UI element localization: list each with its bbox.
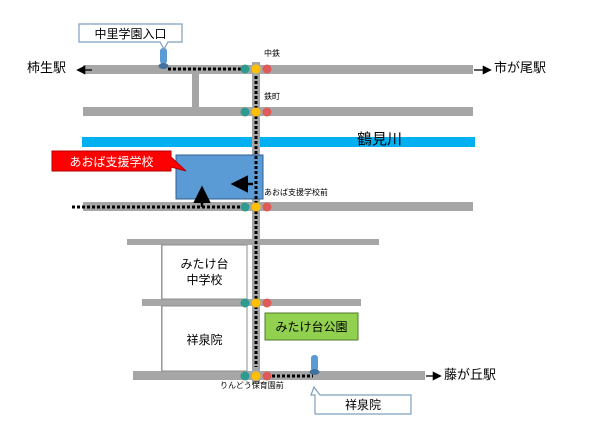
- pin-icon: [160, 48, 167, 64]
- signal-green-light: [240, 371, 250, 381]
- intersection-nakatetsu: 中鉄: [264, 49, 280, 58]
- station-kakio: 柿生駅: [27, 61, 67, 76]
- shosenin-sign-box: [310, 385, 412, 415]
- signal-green-light: [240, 107, 250, 117]
- road-top: [83, 65, 473, 74]
- mitakedai-jhs-line1: みたけ台: [180, 256, 229, 271]
- aoba-school-callout-label: あおば支援学校: [69, 154, 154, 169]
- mitakedai-jhs-label: みたけ台 中学校: [162, 251, 247, 293]
- station-ichigao: 市が尾駅: [494, 61, 547, 76]
- intersection-rindou-mae: りんどう保育園前: [220, 381, 284, 390]
- pin-icon-shosenin: [309, 355, 320, 375]
- mitakedai-park-block: [264, 312, 359, 341]
- pin-icon-nakazato: [158, 48, 169, 69]
- shosenin-building-label: 祥泉院: [186, 332, 223, 347]
- mitakedai-park-label: みたけ台公園: [275, 320, 348, 334]
- signal-red-light: [262, 107, 272, 117]
- signal-green-light: [240, 64, 250, 74]
- signal-mitakedai: [240, 298, 272, 308]
- signal-red-light: [262, 298, 272, 308]
- mitakedai-jhs-block: [161, 244, 248, 300]
- tsurumi-river: [82, 137, 475, 147]
- shosenin-block: [161, 305, 248, 372]
- mitakedai-jhs-line2: 中学校: [186, 273, 223, 287]
- signal-yellow-light: [251, 64, 261, 74]
- signal-yellow-light: [251, 298, 261, 308]
- nakazato-entrance-label: 中里学園入口: [94, 26, 167, 41]
- signal-yellow-light: [251, 371, 261, 381]
- walking-routes: [72, 67, 313, 378]
- road-aoba: [83, 202, 473, 211]
- nakazato-sign-box: [78, 23, 183, 51]
- pin-base-icon: [158, 63, 169, 69]
- signal-red-light: [262, 371, 272, 381]
- river-label: 鶴見川: [357, 130, 403, 148]
- pin-base-icon: [309, 369, 320, 375]
- road-second: [83, 107, 473, 116]
- road-branch-nakazato: [192, 74, 199, 107]
- signal-red-light: [262, 202, 272, 212]
- signal-yellow-light: [251, 202, 261, 212]
- aoba-callout-box: [51, 150, 187, 172]
- signal-rindou-mae: [240, 371, 272, 381]
- intersection-tetsumachi: 鉄町: [264, 92, 280, 101]
- shosenin-sign-label: 祥泉院: [344, 398, 381, 412]
- signal-aoba-mae: [240, 202, 272, 212]
- aoba-school-block: [175, 154, 264, 200]
- intersection-aoba-mae: あおば支援学校前: [264, 188, 328, 197]
- road-middle: [142, 299, 361, 306]
- signal-green-light: [240, 298, 250, 308]
- signal-nakatetsu: [240, 64, 272, 74]
- station-fujigaoka: 藤が丘駅: [444, 368, 497, 383]
- signal-red-light: [262, 64, 272, 74]
- signal-yellow-light: [251, 107, 261, 117]
- signal-tetsumachi: [240, 107, 272, 117]
- signal-green-light: [240, 202, 250, 212]
- pin-icon: [311, 355, 318, 371]
